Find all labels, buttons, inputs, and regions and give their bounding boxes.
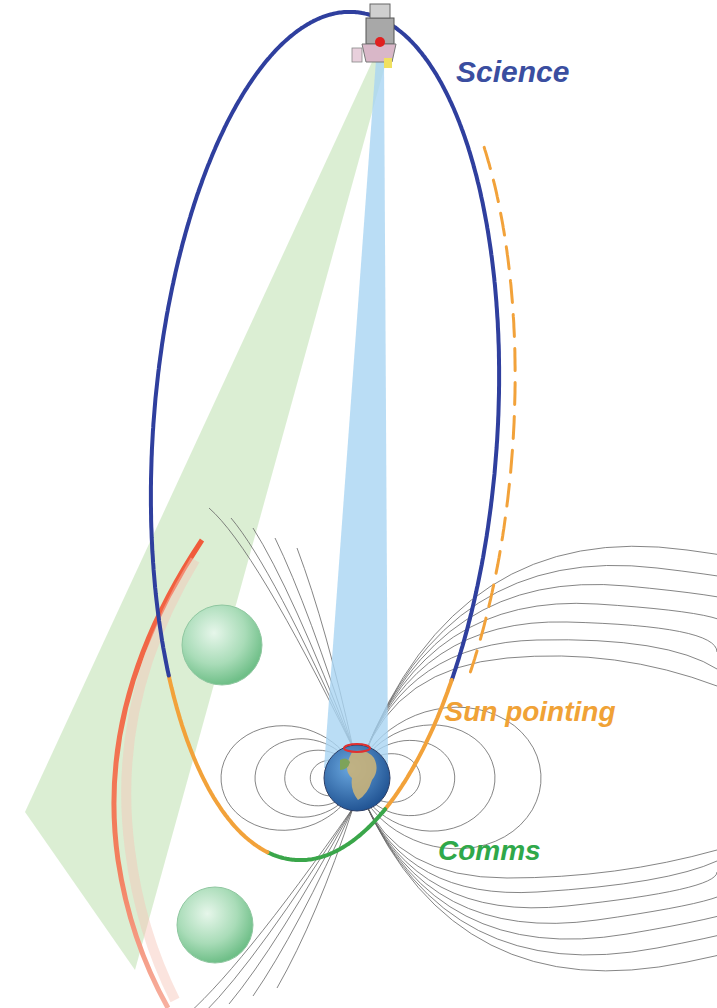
auroral-oval: [344, 744, 370, 752]
orbit-path: [151, 12, 515, 860]
field-line: [363, 798, 717, 939]
spacecraft: [352, 4, 396, 68]
phase-label: Sun pointing: [440, 697, 620, 726]
field-line: [363, 584, 717, 758]
field-line: [363, 656, 717, 758]
field-line: [363, 798, 717, 908]
fov-cone: [25, 62, 386, 970]
field-line: [363, 798, 717, 971]
field-line: [363, 798, 717, 893]
field-line: [253, 808, 353, 996]
field-line: [277, 808, 353, 988]
orbit-segment: [385, 680, 452, 809]
field-line: [363, 798, 717, 955]
phase-label: Science: [456, 56, 656, 88]
sun-pointing-marker: [469, 147, 515, 677]
earth-land: [347, 751, 377, 800]
field-line: [363, 640, 717, 758]
field-line: [364, 707, 541, 849]
earth-land: [340, 758, 350, 770]
orbit-segment: [267, 809, 385, 860]
field-line: [363, 546, 717, 758]
earth: [324, 745, 390, 811]
imager-cone: [324, 60, 388, 768]
field-line: [363, 798, 717, 923]
magnetic-field-lines: [181, 508, 717, 1008]
orbit-segment: [355, 12, 500, 680]
orbit-segment: [151, 12, 355, 676]
orbit-segment: [169, 676, 268, 853]
field-line: [363, 622, 717, 758]
field-line: [363, 798, 717, 878]
phase-label: Comms: [438, 836, 598, 865]
region-sphere: [177, 887, 253, 963]
region-sphere: [182, 605, 262, 685]
field-line: [363, 565, 717, 758]
field-line: [363, 603, 717, 758]
